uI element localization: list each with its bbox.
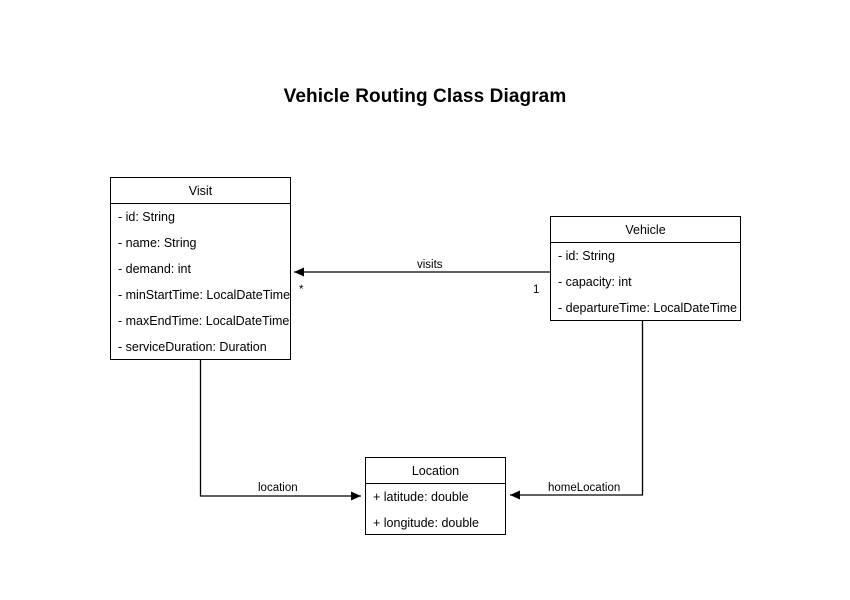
edge-multiplicity-visit-end: * (299, 284, 304, 296)
page-title: Vehicle Routing Class Diagram (283, 86, 567, 107)
class-box-vehicle[interactable]: Vehicle - id: String - capacity: int - d… (550, 216, 741, 321)
edge-home-location (510, 321, 644, 500)
attribute-row: - serviceDuration: Duration (118, 340, 267, 354)
attribute-row: - id: String (558, 249, 615, 263)
edge-label-home-location: homeLocation (545, 482, 624, 494)
attribute-row: - capacity: int (558, 275, 632, 289)
attribute-row: + longitude: double (373, 516, 479, 530)
attribute-row: + latitude: double (373, 490, 469, 504)
class-attributes-location: + latitude: double + longitude: double (366, 484, 505, 536)
attribute-row: - name: String (118, 236, 197, 250)
edge-label-visits: visits (414, 259, 446, 271)
edge-location (199, 360, 361, 501)
attribute-row: - maxEndTime: LocalDateTime (118, 314, 290, 328)
attribute-row: - departureTime: LocalDateTime (558, 301, 738, 315)
class-attributes-visit: - id: String - name: String - demand: in… (111, 204, 290, 360)
class-name-location: Location (366, 458, 505, 484)
attribute-row: - id: String (118, 210, 175, 224)
edge-multiplicity-vehicle-end: 1 (533, 284, 540, 296)
class-box-visit[interactable]: Visit - id: String - name: String - dema… (110, 177, 291, 360)
class-name-vehicle: Vehicle (551, 217, 740, 243)
class-name-visit: Visit (111, 178, 290, 204)
attribute-row: - demand: int (118, 262, 191, 276)
class-attributes-vehicle: - id: String - capacity: int - departure… (551, 243, 740, 321)
edge-label-location: location (255, 482, 301, 494)
class-box-location[interactable]: Location + latitude: double + longitude:… (365, 457, 506, 535)
attribute-row: - minStartTime: LocalDateTime (118, 288, 290, 302)
